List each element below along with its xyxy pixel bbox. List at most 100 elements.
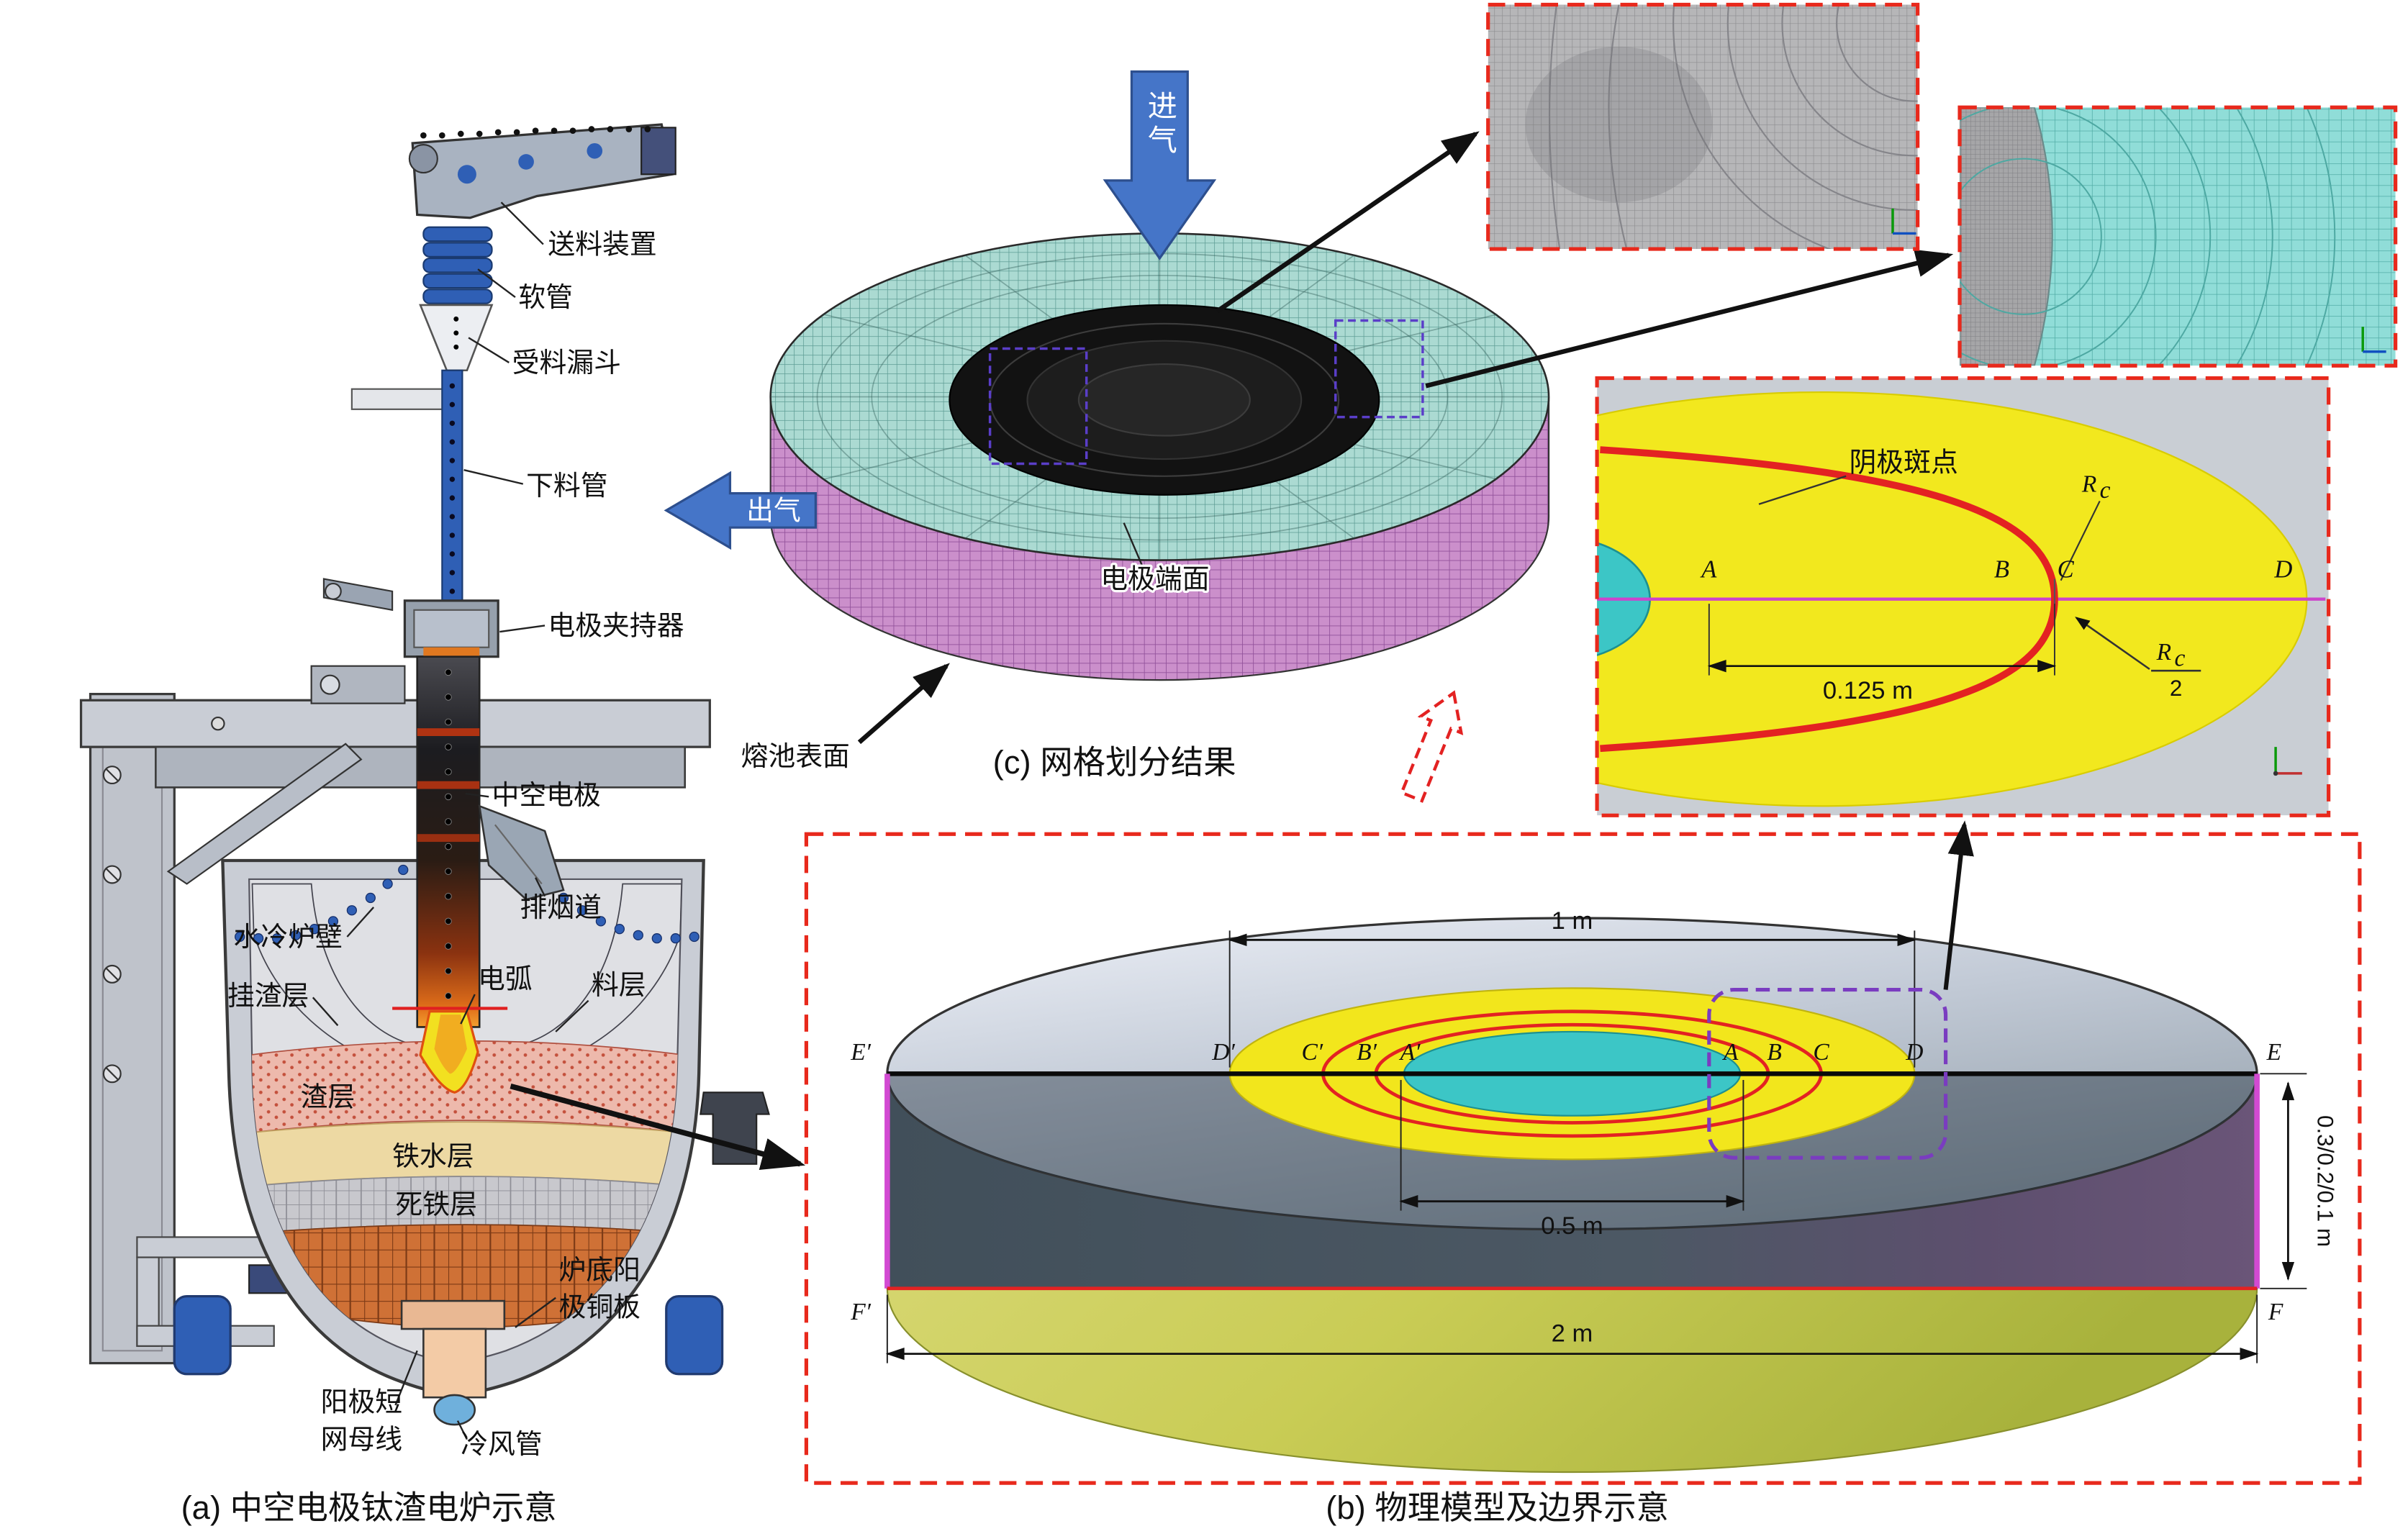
furnace-schematic: 送料装置 软管 受料漏斗 下料管 电极夹持器 中空电极 排烟道 水冷炉壁 挂渣层… bbox=[79, 123, 770, 1460]
arrow-to-inset-1 bbox=[1216, 131, 1480, 314]
mesh-disk: 电极端面 熔池表面 进气 出气 bbox=[664, 70, 1954, 772]
label-electrode-face: 电极端面 bbox=[1100, 565, 1209, 595]
feeder-top-dots bbox=[420, 126, 651, 139]
label-pool-surface: 熔池表面 bbox=[741, 742, 850, 772]
label-anode-bus-2: 网母线 bbox=[321, 1425, 403, 1456]
anode-assembly bbox=[400, 1091, 770, 1426]
spot-point-C: C bbox=[2058, 555, 2075, 583]
furnace-to-model-arrow bbox=[510, 1083, 806, 1170]
dim-height: 0.3/0.2/0.1 m bbox=[2260, 1073, 2337, 1289]
label-dim-05m: 0.5 m bbox=[1541, 1212, 1603, 1240]
model-point-E: E bbox=[2266, 1039, 2281, 1066]
furnace-leader-lines bbox=[312, 201, 589, 1440]
model-point-E1: E′ bbox=[850, 1039, 871, 1066]
spot-dimension: 0.125 m bbox=[1707, 604, 2057, 704]
cyan-mesh-arcs bbox=[1960, 107, 2336, 366]
label-dead-iron: 死铁层 bbox=[395, 1190, 477, 1220]
model-point-B1: B′ bbox=[1357, 1039, 1377, 1066]
spot-point-D: D bbox=[2273, 555, 2292, 583]
label-flue: 排烟道 bbox=[520, 893, 602, 923]
label-spot-dim: 0.125 m bbox=[1823, 677, 1913, 704]
receiving-funnel bbox=[419, 304, 494, 372]
furnace-foot-right bbox=[665, 1294, 724, 1376]
label-gas-out: 出气 bbox=[746, 496, 801, 526]
label-gas-in: 进气 bbox=[1143, 90, 1177, 158]
label-dim-height: 0.3/0.2/0.1 m bbox=[2312, 1115, 2337, 1247]
dim-1m: 1 m bbox=[1228, 907, 1916, 1068]
model-to-mesh-arrow bbox=[1399, 690, 1464, 803]
label-slag-layer: 渣层 bbox=[301, 1083, 356, 1113]
label-burden: 料层 bbox=[592, 971, 646, 1001]
label-funnel: 受料漏斗 bbox=[512, 348, 621, 378]
mesh-zoom-region-2 bbox=[1334, 319, 1424, 419]
feeder-assembly bbox=[322, 123, 676, 663]
model-point-A1: A′ bbox=[1399, 1039, 1421, 1066]
electrode-face-leader bbox=[1123, 522, 1144, 567]
label-anode-plate-1: 炉底阳 bbox=[559, 1256, 641, 1286]
model-boundary-box bbox=[804, 832, 2362, 1485]
rc-half-r: R bbox=[2156, 639, 2171, 666]
model-point-C: C bbox=[1813, 1039, 1829, 1066]
arrow-to-inset-2 bbox=[1425, 249, 1954, 389]
slag-layer bbox=[249, 1040, 682, 1134]
dim-2m: 2 m bbox=[885, 1294, 2259, 1363]
mesh-inset-cyan bbox=[1957, 105, 2398, 368]
label-clamp: 电极夹持器 bbox=[548, 611, 684, 641]
caption-a: (a) 中空电极钛渣电炉示意 bbox=[181, 1489, 557, 1526]
model-point-B: B bbox=[1767, 1039, 1781, 1066]
electric-arc bbox=[392, 1007, 508, 1094]
model-point-F: F bbox=[2268, 1299, 2283, 1325]
feed-pipe bbox=[441, 369, 463, 605]
label-feeder: 送料装置 bbox=[548, 230, 656, 260]
cathode-spot-inset: 0.125 m R c 2 R c A B C D 阴极斑点 bbox=[1595, 376, 2331, 817]
rc-c: c bbox=[2100, 477, 2111, 504]
label-arc: 电弧 bbox=[478, 964, 533, 994]
axis-triad-icon bbox=[2273, 747, 2302, 776]
hollow-electrode-column bbox=[416, 655, 565, 1028]
caption-c: (c) 网格划分结果 bbox=[993, 744, 1236, 781]
physical-model: 1 m 0.5 m 2 m 0.3/0.2/0.1 m E′ D′ C′ B′ … bbox=[804, 820, 2362, 1485]
model-point-A: A bbox=[1722, 1039, 1739, 1066]
model-point-F1: F′ bbox=[850, 1299, 871, 1325]
dim-05m: 0.5 m bbox=[1399, 1079, 1745, 1240]
arrow-to-spot-inset bbox=[1943, 820, 1974, 990]
model-point-D1: D′ bbox=[1211, 1039, 1235, 1066]
axis-triad-icon bbox=[2361, 327, 2386, 353]
cold-air-pipe bbox=[433, 1394, 476, 1426]
axis-triad-icon bbox=[1891, 208, 1916, 235]
rc-half-c: c bbox=[2175, 645, 2186, 672]
rc-half-two: 2 bbox=[2170, 676, 2182, 701]
inset-3-border bbox=[1595, 376, 2331, 817]
rc-half-fraction: R c 2 bbox=[2075, 617, 2201, 701]
inset-2-border bbox=[1957, 105, 2398, 368]
spot-point-A: A bbox=[1700, 555, 1717, 583]
hose-ribs bbox=[422, 226, 493, 304]
label-slag-crust: 挂渣层 bbox=[227, 981, 309, 1012]
caption-b: (b) 物理模型及边界示意 bbox=[1326, 1489, 1669, 1526]
gas-inlet-arrow: 进气 bbox=[1103, 70, 1217, 260]
label-cold-air: 冷风管 bbox=[461, 1430, 542, 1460]
label-dim-1m: 1 m bbox=[1552, 907, 1593, 935]
rc-r: R bbox=[2081, 471, 2096, 497]
label-water-wall: 水冷炉壁 bbox=[234, 922, 343, 953]
gray-mesh-curves bbox=[1548, 4, 1918, 250]
mesh-inset-gray bbox=[1486, 2, 1920, 251]
label-dim-2m: 2 m bbox=[1552, 1320, 1593, 1347]
label-hose: 软管 bbox=[518, 283, 573, 313]
spot-point-B: B bbox=[1994, 555, 2009, 583]
label-anode-plate-2: 极铜板 bbox=[559, 1293, 641, 1323]
furnace-layers bbox=[249, 883, 682, 1328]
model-zoom-region bbox=[1707, 987, 1948, 1160]
feed-pipe-dots bbox=[449, 383, 456, 594]
label-feed-pipe: 下料管 bbox=[526, 471, 607, 501]
label-anode-bus-1: 阳极短 bbox=[321, 1388, 403, 1418]
mesh-zoom-region-1 bbox=[988, 347, 1088, 466]
label-cathode-spot: 阴极斑点 bbox=[1849, 448, 1957, 478]
label-hollow-electrode: 中空电极 bbox=[492, 781, 601, 811]
model-point-D: D bbox=[1905, 1039, 1923, 1066]
furnace-foot-left bbox=[173, 1294, 232, 1376]
gas-outlet-arrow: 出气 bbox=[664, 471, 818, 550]
model-point-C1: C′ bbox=[1301, 1039, 1323, 1066]
